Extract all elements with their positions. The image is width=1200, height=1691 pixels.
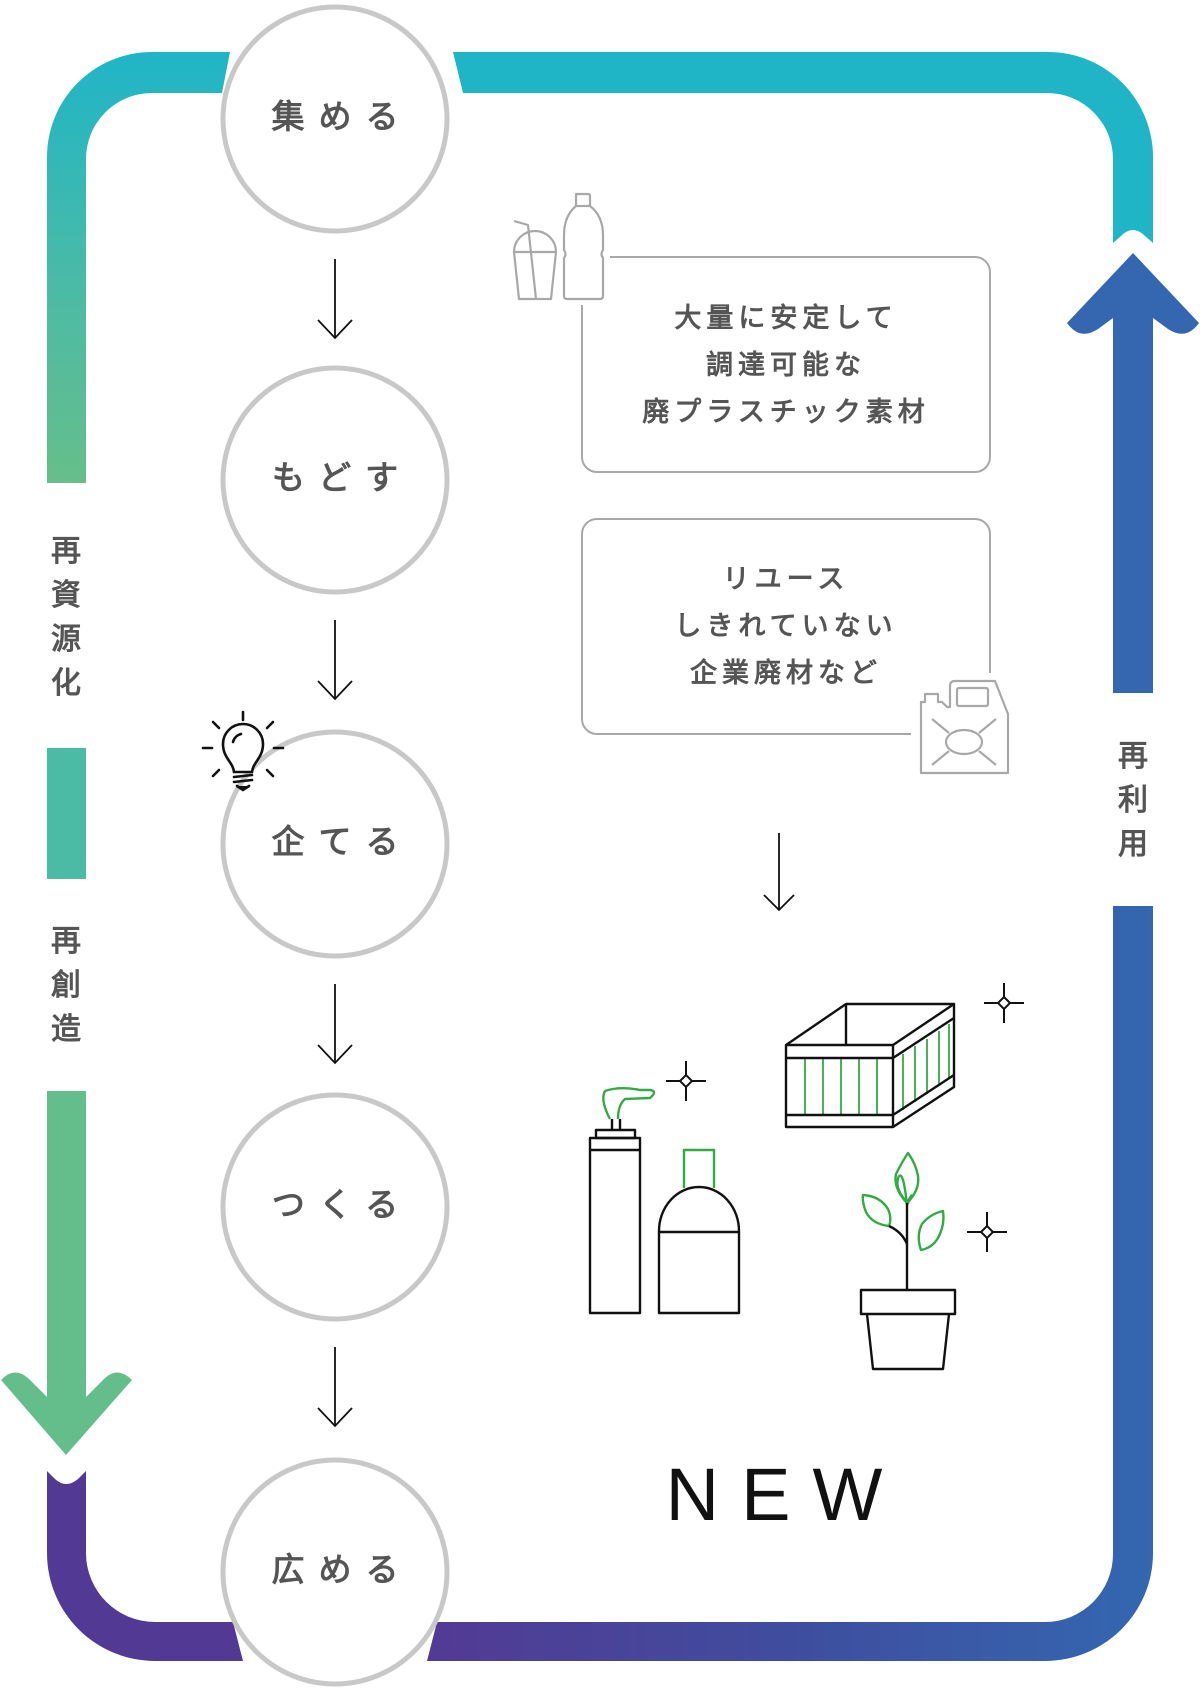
box-line: しきれていない xyxy=(674,611,898,642)
plastic-bottle-icon xyxy=(562,192,605,301)
step-circle xyxy=(220,1457,450,1687)
label-char: 資 xyxy=(51,578,81,613)
jerry-can-icon xyxy=(919,679,1010,775)
box-line: 廃プラスチック素材 xyxy=(642,397,930,428)
step-down-arrow xyxy=(317,984,353,1065)
label-char: 再 xyxy=(51,924,81,959)
step-circle xyxy=(220,729,450,959)
step-label: 集める xyxy=(271,97,413,136)
box-line: 調達可能な xyxy=(706,350,866,381)
material-box-plastic-text: 大量に安定して 調達可能な 廃プラスチック素材 xyxy=(582,295,990,436)
label-char: 造 xyxy=(51,1012,81,1047)
label-recreation: 再 創 造 xyxy=(46,920,86,1052)
box-line: 企業廃材など xyxy=(690,658,882,689)
step-circle xyxy=(220,365,450,595)
label-char: 再 xyxy=(51,534,81,569)
sparkle-icon xyxy=(984,983,1024,1023)
step-down-arrow xyxy=(317,620,353,701)
crate-icon xyxy=(784,1002,956,1129)
sparkle-icon xyxy=(967,1212,1007,1252)
down-arrow-to-new xyxy=(763,833,795,912)
material-box-reuse-text: リユース しきれていない 企業廃材など xyxy=(582,556,990,697)
step-label: つくる xyxy=(271,1185,413,1224)
new-label: NEW xyxy=(665,1453,905,1536)
label-char: 再 xyxy=(1118,739,1148,774)
label-char: 用 xyxy=(1118,827,1148,862)
step-down-arrow xyxy=(317,259,353,340)
cycle-band-left-middle xyxy=(47,748,86,879)
sparkle-icon xyxy=(666,1061,706,1101)
label-reuse: 再 利 用 xyxy=(1113,735,1153,867)
cycle-arrow-up-right xyxy=(1067,253,1199,693)
potted-plant-icon xyxy=(859,1151,957,1371)
material-box-plastic xyxy=(581,256,991,473)
plastic-cup-icon xyxy=(512,219,558,301)
label-char: 創 xyxy=(51,968,81,1003)
step-circle xyxy=(220,4,450,234)
step-label: 広める xyxy=(271,1550,413,1589)
box-line: 大量に安定して xyxy=(674,303,898,334)
label-char: 利 xyxy=(1118,783,1148,818)
lightbulb-icon xyxy=(201,710,285,792)
label-char: 源 xyxy=(51,622,81,657)
material-box-reuse xyxy=(581,518,991,735)
round-bottle-icon xyxy=(657,1148,741,1315)
step-label: 企てる xyxy=(271,822,413,861)
label-char: 化 xyxy=(51,666,81,701)
cycle-band-top xyxy=(47,52,1153,483)
cycle-band-bottom xyxy=(47,906,1153,1661)
step-circle xyxy=(220,1092,450,1322)
label-recycling: 再 資 源 化 xyxy=(46,530,86,706)
step-label: もどす xyxy=(271,458,413,497)
cycle-arrow-down-left xyxy=(1,1091,132,1455)
step-down-arrow xyxy=(317,1347,353,1428)
pump-bottle-icon xyxy=(588,1087,656,1315)
box-line: リユース xyxy=(722,564,850,595)
